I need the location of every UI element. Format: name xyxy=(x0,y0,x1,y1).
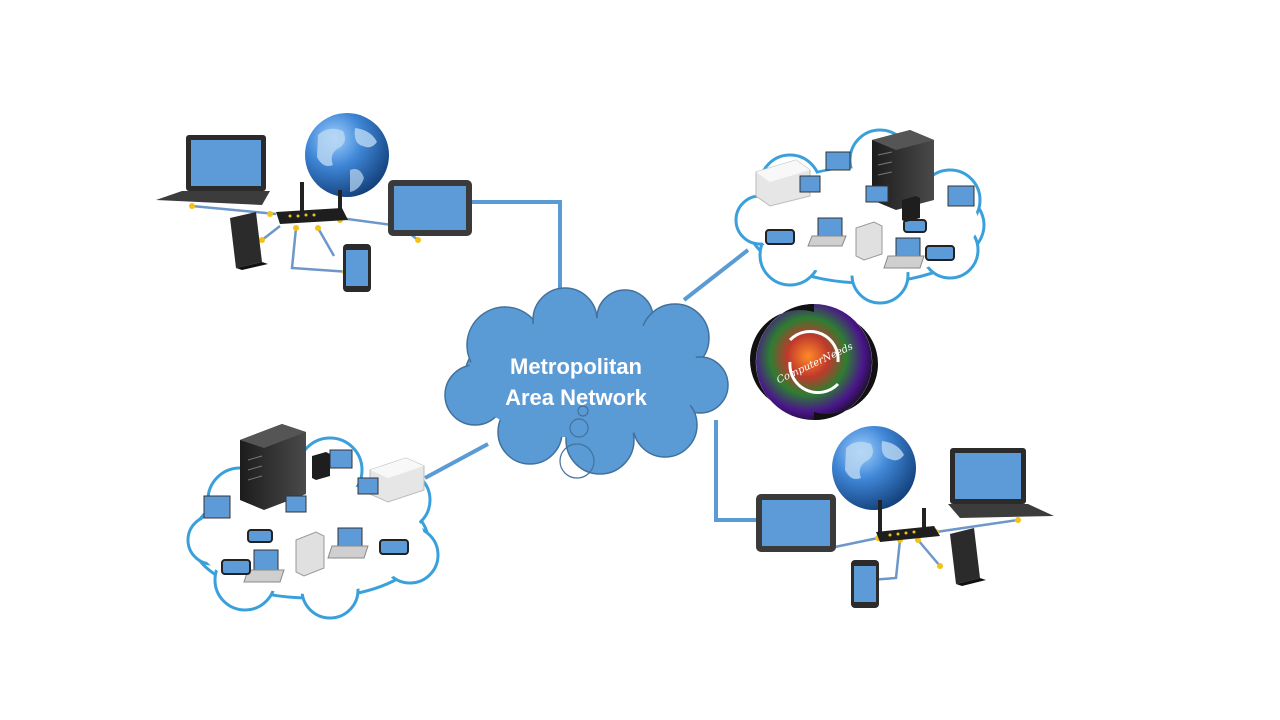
desktop-icon xyxy=(203,449,353,519)
smartphone-icon xyxy=(765,219,955,261)
lan-bottom-left xyxy=(186,424,440,620)
laptop-icon xyxy=(807,185,925,269)
tower-pc-icon xyxy=(855,196,920,261)
link-top-right xyxy=(682,248,750,302)
link-top-left xyxy=(472,200,562,305)
tablet-icon xyxy=(756,494,836,552)
laptop-icon xyxy=(156,135,270,205)
smartphone-icon xyxy=(343,244,371,292)
smartphone-icon xyxy=(851,560,879,608)
router-icon xyxy=(276,182,348,224)
laptop-icon xyxy=(243,477,379,583)
router-icon xyxy=(876,500,940,542)
desktop-icon xyxy=(799,151,975,207)
laptop-icon xyxy=(948,448,1054,518)
central-cloud: Metropolitan Area Network xyxy=(444,287,729,479)
man-label-line2: Area Network xyxy=(505,385,648,410)
printer-icon xyxy=(755,159,811,207)
desktop-tower-icon xyxy=(950,528,986,586)
server-rack-icon xyxy=(240,424,306,510)
connection-lines xyxy=(424,200,756,522)
computerneeds-logo: ComputerNeeds xyxy=(750,303,878,421)
desktop-tower-icon xyxy=(230,212,268,270)
lan-top-right xyxy=(734,128,986,305)
tower-pc-icon xyxy=(295,452,330,577)
link-bottom-right xyxy=(714,420,756,522)
tablet-icon xyxy=(388,180,472,236)
globe-icon xyxy=(832,426,916,510)
lan-bottom-right xyxy=(756,426,1054,608)
link-bottom-left xyxy=(424,442,489,480)
man-label-line1: Metropolitan xyxy=(510,354,642,379)
printer-icon xyxy=(369,457,425,503)
globe-icon xyxy=(305,113,389,197)
lan-top-left xyxy=(156,113,472,292)
smartphone-icon xyxy=(221,529,409,575)
